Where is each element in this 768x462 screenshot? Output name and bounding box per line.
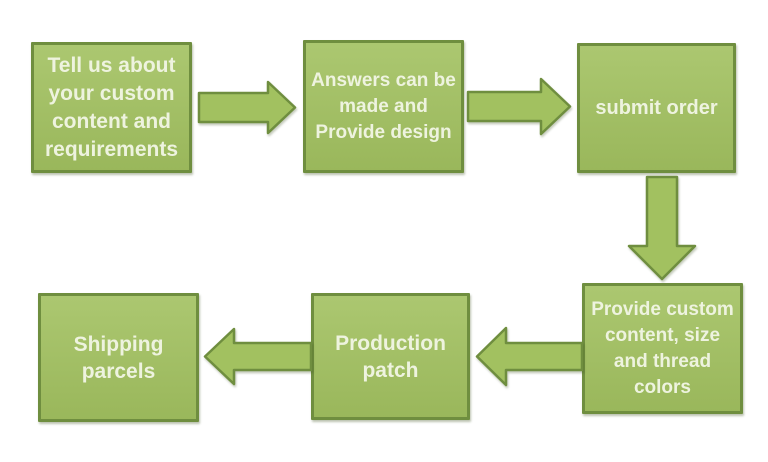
arrow-left-icon xyxy=(203,327,313,386)
flow-step-production-patch: Production patch xyxy=(311,293,470,420)
flow-step-label: submit order xyxy=(595,97,718,119)
arrow-right-icon xyxy=(197,80,297,135)
arrow-down-icon xyxy=(627,175,697,281)
flow-step-shipping-parcels: Shipping parcels xyxy=(38,293,199,422)
flow-step-label: Production patch xyxy=(335,331,446,382)
flow-step-tell-us: Tell us about your custom content and re… xyxy=(31,42,192,173)
flow-step-provide-custom: Provide custom content, size and thread … xyxy=(582,283,743,414)
flow-step-label: Shipping parcels xyxy=(73,332,164,383)
flow-step-label: Answers can be made and Provide design xyxy=(311,69,456,143)
arrow-right-icon xyxy=(466,77,572,136)
flow-step-label: Provide custom content, size and thread … xyxy=(591,298,734,398)
arrow-left-icon xyxy=(475,326,584,387)
flow-step-submit-order: submit order xyxy=(577,43,736,173)
flow-step-answers-design: Answers can be made and Provide design xyxy=(303,40,464,173)
flow-step-label: Tell us about your custom content and re… xyxy=(44,53,179,161)
